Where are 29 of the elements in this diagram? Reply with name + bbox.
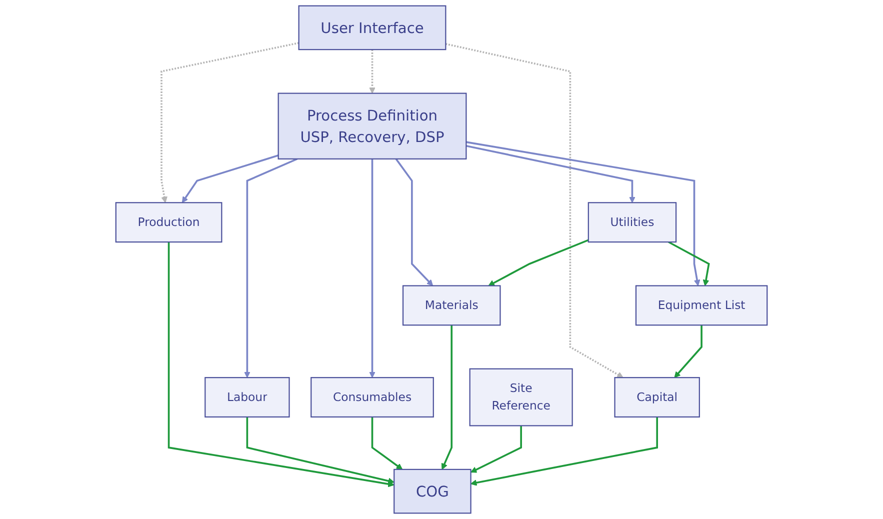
arrow — [488, 239, 589, 286]
arrow — [369, 50, 376, 94]
arrow — [182, 154, 279, 203]
arrow — [668, 241, 710, 286]
node-box: Consumables — [310, 377, 434, 418]
node-box: Production — [115, 202, 222, 243]
arrow — [445, 43, 624, 378]
arrow — [160, 42, 299, 203]
node-box: Labour — [204, 377, 290, 418]
node-box: Process Definition USP, Recovery, DSP — [278, 92, 467, 160]
node-box: COG — [394, 468, 472, 514]
arrow — [470, 426, 522, 473]
arrow — [369, 158, 376, 378]
arrow — [441, 325, 453, 470]
arrow — [168, 242, 394, 488]
arrow — [395, 158, 434, 286]
arrow — [466, 141, 700, 286]
node-box: Equipment List — [635, 285, 768, 326]
arrow — [244, 158, 298, 378]
arrow — [371, 416, 403, 470]
node-box: Materials — [402, 285, 501, 326]
node-box: Capital — [614, 377, 700, 418]
arrow — [674, 325, 702, 378]
node-box: Utilities — [588, 202, 677, 243]
arrow — [246, 416, 394, 484]
arrow — [466, 144, 636, 203]
arrow — [470, 416, 658, 486]
node-box: User Interface — [298, 5, 446, 50]
node-box: Site Reference — [469, 368, 573, 426]
